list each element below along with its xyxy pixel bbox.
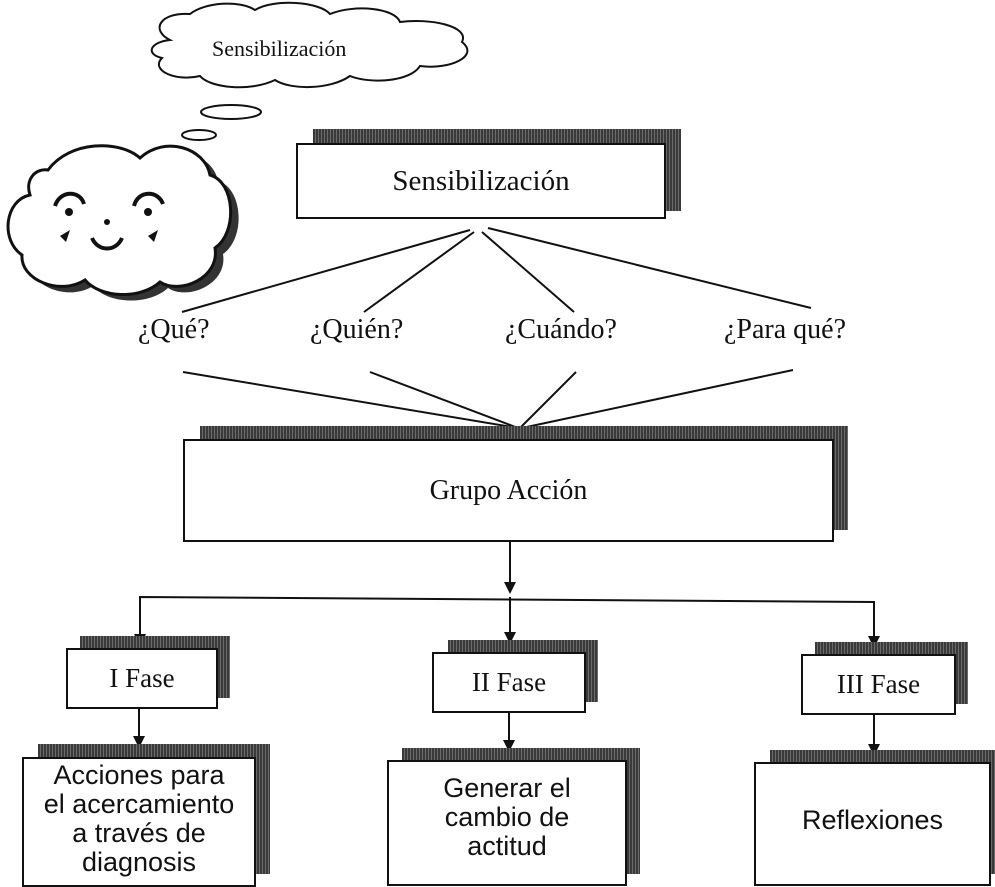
phase1-label: I Fase: [109, 663, 175, 693]
action1-box: Acciones para el acercamiento a través d…: [22, 757, 256, 887]
action2-text: Generar el cambio de actitud: [443, 773, 571, 861]
question-cuando: ¿Cuándo?: [505, 314, 617, 345]
right-cheek: [148, 230, 158, 242]
action3-box: Reflexiones: [754, 762, 991, 886]
question-que: ¿Qué?: [138, 314, 210, 345]
thought-bubble-small: [181, 129, 217, 141]
line-paraque-to-group: [521, 369, 794, 429]
phase2-label: II Fase: [471, 667, 547, 697]
thought-cloud-text: Sensibilización: [212, 36, 347, 61]
line-main-to-cuando: [481, 231, 575, 313]
line-que-to-group: [182, 371, 519, 429]
smiling-cloud-face: [6, 144, 239, 301]
phase3-box: III Fase: [801, 654, 956, 715]
fan-out-lines: [181, 227, 812, 313]
left-eye: [53, 191, 86, 207]
right-pupil: [144, 208, 152, 216]
phase1-box: I Fase: [66, 648, 218, 709]
question-para-que: ¿Para qué?: [724, 314, 847, 345]
line-horizontal-bar: [139, 595, 875, 640]
group-box-label: Grupo Acción: [429, 474, 588, 506]
mouth: [90, 237, 124, 251]
action2-box: Generar el cambio de actitud: [387, 760, 627, 886]
left-cheek: [60, 230, 70, 242]
line-main-to-paraque: [487, 227, 812, 309]
thought-cloud-shape: [150, 1, 469, 89]
group-box: Grupo Acción: [183, 439, 834, 542]
main-box-label: Sensibilización: [392, 164, 570, 197]
main-box: Sensibilización: [296, 143, 666, 219]
left-pupil: [65, 208, 73, 216]
line-cuando-to-group: [519, 371, 577, 429]
action3-text: Reflexiones: [801, 805, 944, 835]
phase2-box: II Fase: [432, 652, 586, 713]
right-eye: [132, 191, 165, 207]
line-quien-to-group: [369, 371, 519, 429]
nose: [104, 219, 110, 225]
thought-cloud: [150, 1, 469, 141]
line-main-to-quien: [363, 231, 475, 313]
phase3-label: III Fase: [836, 669, 921, 699]
action1-text: Acciones para el acercamiento a través d…: [43, 760, 235, 877]
question-quien: ¿Quién?: [310, 314, 404, 345]
thought-bubble-large: [200, 104, 262, 120]
phase-action-lines: [133, 708, 880, 756]
branch-lines: [134, 541, 880, 648]
face-cloud-outline: [6, 144, 233, 296]
fan-in-lines: [182, 369, 794, 429]
line-main-to-que: [181, 229, 471, 313]
